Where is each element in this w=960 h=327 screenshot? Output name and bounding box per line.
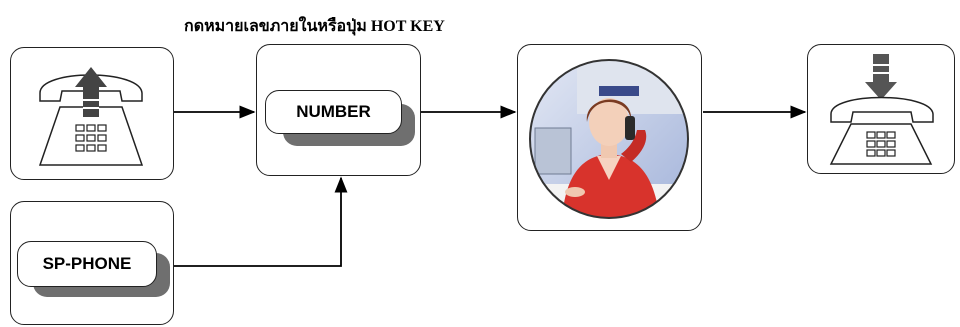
number-pill: NUMBER [265, 90, 402, 134]
operator-box [517, 44, 702, 231]
sp-phone-pill: SP-PHONE [17, 241, 157, 287]
diagram-title: กดหมายเลขภายในหรือปุ่ม HOT KEY [184, 18, 445, 35]
phone-handset-lift-icon [38, 67, 144, 166]
operator-photo-icon [529, 59, 689, 219]
receiver-phone-box [807, 44, 955, 174]
caller-phone-box [10, 47, 174, 180]
arrow-sp-phone-to-number [174, 176, 348, 267]
phone-handset-down-icon [829, 54, 934, 165]
